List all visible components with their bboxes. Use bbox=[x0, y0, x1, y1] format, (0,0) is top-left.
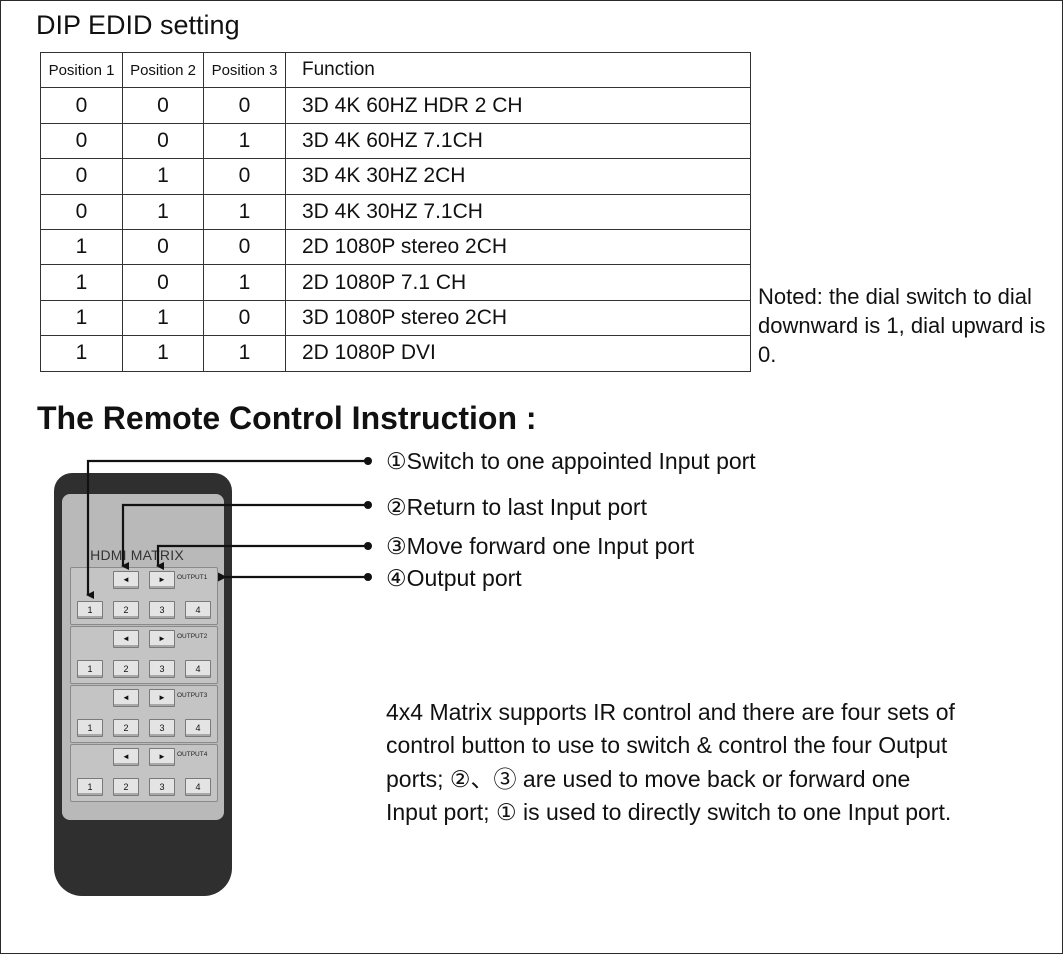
input-button-2[interactable]: 2 bbox=[113, 660, 139, 678]
next-input-button[interactable]: ► bbox=[149, 630, 175, 648]
cell-position-1: 0 bbox=[40, 193, 123, 230]
cell-position-3: 1 bbox=[203, 193, 286, 230]
input-button-2[interactable]: 2 bbox=[113, 601, 139, 619]
cell-position-3: 0 bbox=[203, 87, 286, 124]
cell-position-1: 0 bbox=[40, 87, 123, 124]
table-row: 1 0 1 2D 1080P 7.1 CH bbox=[40, 264, 751, 301]
cell-position-1: 1 bbox=[40, 264, 123, 301]
dial-switch-note: Noted: the dial switch to dial downward … bbox=[758, 284, 1046, 367]
cell-function: 3D 4K 60HZ 7.1CH bbox=[285, 122, 751, 160]
remote-description: 4x4 Matrix supports IR control and there… bbox=[386, 699, 955, 825]
next-input-button[interactable]: ► bbox=[149, 689, 175, 707]
cell-function: 2D 1080P stereo 2CH bbox=[285, 228, 751, 266]
input-button-4[interactable]: 4 bbox=[185, 778, 211, 796]
input-button-3[interactable]: 3 bbox=[149, 778, 175, 796]
table-row: 0 1 0 3D 4K 30HZ 2CH bbox=[40, 158, 751, 195]
cell-function: 3D 4K 60HZ HDR 2 CH bbox=[285, 87, 751, 124]
callout-return-input: ②Return to last Input port bbox=[386, 494, 647, 520]
table-row: 1 1 1 2D 1080P DVI bbox=[40, 335, 751, 372]
input-button-2[interactable]: 2 bbox=[113, 778, 139, 796]
output-label: OUTPUT2 bbox=[177, 633, 208, 640]
table-row: 0 1 1 3D 4K 30HZ 7.1CH bbox=[40, 193, 751, 230]
output-label: OUTPUT1 bbox=[177, 574, 208, 581]
input-button-1[interactable]: 1 bbox=[77, 778, 103, 796]
cell-position-1: 1 bbox=[40, 299, 123, 337]
output-group-1: ◄ ► OUTPUT1 1 2 3 4 bbox=[70, 567, 218, 625]
cell-function: 3D 4K 30HZ 2CH bbox=[285, 158, 751, 195]
input-button-4[interactable]: 4 bbox=[185, 660, 211, 678]
cell-position-3: 0 bbox=[203, 228, 286, 266]
output-group-2: ◄ ► OUTPUT2 1 2 3 4 bbox=[70, 626, 218, 684]
cell-position-3: 0 bbox=[203, 299, 286, 337]
header-position-2: Position 2 bbox=[122, 51, 204, 89]
cell-position-2: 1 bbox=[122, 299, 204, 337]
previous-input-button[interactable]: ◄ bbox=[113, 748, 139, 766]
output-label: OUTPUT3 bbox=[177, 692, 208, 699]
next-input-button[interactable]: ► bbox=[149, 571, 175, 589]
cell-function: 2D 1080P DVI bbox=[285, 335, 751, 372]
cell-position-2: 0 bbox=[122, 87, 204, 124]
cell-position-1: 0 bbox=[40, 158, 123, 195]
remote-button-panel: HDMI MATRIX ◄ ► OUTPUT1 1 2 3 4 ◄ ► OUTP… bbox=[62, 494, 224, 820]
cell-position-1: 1 bbox=[40, 335, 123, 372]
cell-position-2: 0 bbox=[122, 122, 204, 160]
input-button-1[interactable]: 1 bbox=[77, 660, 103, 678]
input-button-4[interactable]: 4 bbox=[185, 719, 211, 737]
input-button-3[interactable]: 3 bbox=[149, 660, 175, 678]
input-button-1[interactable]: 1 bbox=[77, 601, 103, 619]
cell-position-1: 1 bbox=[40, 228, 123, 266]
table-row: 1 0 0 2D 1080P stereo 2CH bbox=[40, 228, 751, 266]
input-button-1[interactable]: 1 bbox=[77, 719, 103, 737]
header-position-3: Position 3 bbox=[203, 51, 286, 89]
remote-section-title: The Remote Control Instruction : bbox=[37, 400, 537, 436]
output-label: OUTPUT4 bbox=[177, 751, 208, 758]
callout-switch-input: ①Switch to one appointed Input port bbox=[386, 448, 756, 474]
callout-output-port: ④Output port bbox=[386, 565, 522, 591]
next-input-button[interactable]: ► bbox=[149, 748, 175, 766]
dip-section-title: DIP EDID setting bbox=[36, 10, 240, 40]
cell-function: 3D 4K 30HZ 7.1CH bbox=[285, 193, 751, 230]
table-row: 1 1 0 3D 1080P stereo 2CH bbox=[40, 299, 751, 337]
cell-position-3: 1 bbox=[203, 264, 286, 301]
table-header-row: Position 1 Position 2 Position 3 Functio… bbox=[40, 51, 751, 89]
input-button-3[interactable]: 3 bbox=[149, 719, 175, 737]
remote-label: HDMI MATRIX bbox=[90, 547, 184, 563]
cell-position-2: 0 bbox=[122, 264, 204, 301]
cell-function: 3D 1080P stereo 2CH bbox=[285, 299, 751, 337]
output-group-4: ◄ ► OUTPUT4 1 2 3 4 bbox=[70, 744, 218, 802]
cell-position-3: 1 bbox=[203, 335, 286, 372]
cell-position-2: 1 bbox=[122, 193, 204, 230]
cell-position-2: 0 bbox=[122, 228, 204, 266]
table-row: 0 0 0 3D 4K 60HZ HDR 2 CH bbox=[40, 87, 751, 124]
previous-input-button[interactable]: ◄ bbox=[113, 571, 139, 589]
previous-input-button[interactable]: ◄ bbox=[113, 630, 139, 648]
cell-position-3: 0 bbox=[203, 158, 286, 195]
output-group-3: ◄ ► OUTPUT3 1 2 3 4 bbox=[70, 685, 218, 743]
header-function: Function bbox=[285, 51, 751, 89]
callout-forward-input: ③Move forward one Input port bbox=[386, 533, 695, 559]
cell-function: 2D 1080P 7.1 CH bbox=[285, 264, 751, 301]
cell-position-1: 0 bbox=[40, 122, 123, 160]
cell-position-2: 1 bbox=[122, 335, 204, 372]
input-button-3[interactable]: 3 bbox=[149, 601, 175, 619]
table-row: 0 0 1 3D 4K 60HZ 7.1CH bbox=[40, 122, 751, 160]
dip-edid-table: Position 1 Position 2 Position 3 Functio… bbox=[40, 51, 751, 372]
input-button-2[interactable]: 2 bbox=[113, 719, 139, 737]
header-position-1: Position 1 bbox=[40, 51, 123, 89]
previous-input-button[interactable]: ◄ bbox=[113, 689, 139, 707]
cell-position-2: 1 bbox=[122, 158, 204, 195]
remote-control-illustration: HDMI MATRIX ◄ ► OUTPUT1 1 2 3 4 ◄ ► OUTP… bbox=[54, 473, 232, 896]
cell-position-3: 1 bbox=[203, 122, 286, 160]
input-button-4[interactable]: 4 bbox=[185, 601, 211, 619]
